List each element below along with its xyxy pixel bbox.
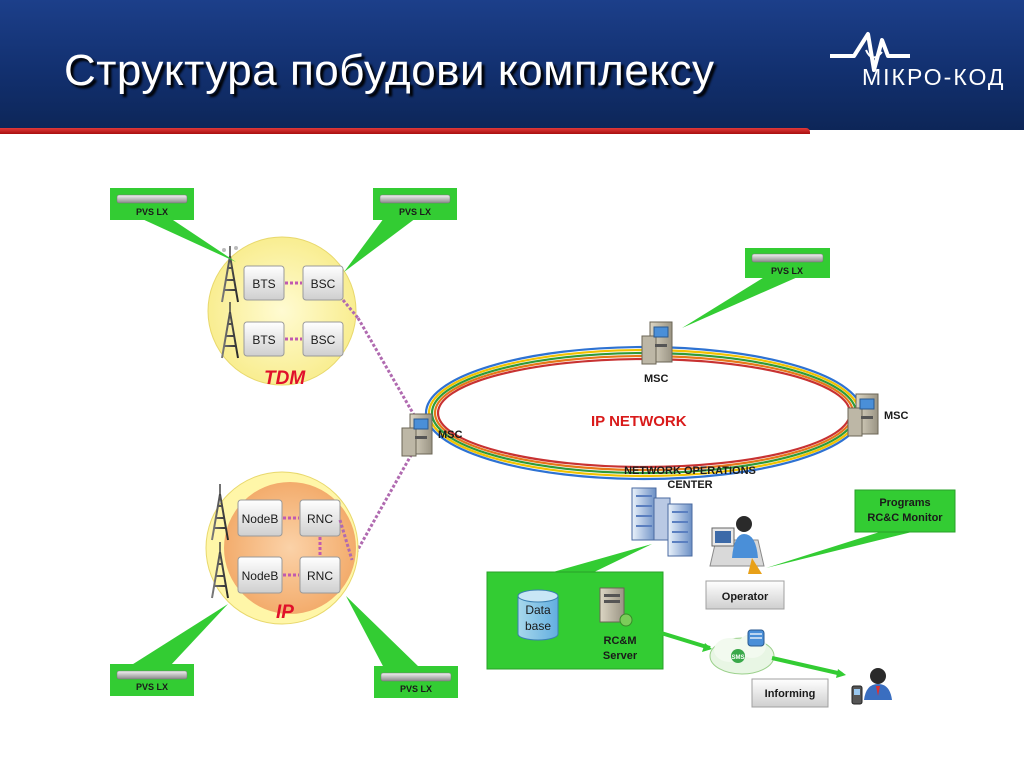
database-line2: base — [525, 619, 551, 633]
noc-building-icon — [631, 487, 693, 557]
ip-label: IP — [276, 602, 294, 623]
ip-network-label: IP NETWORK — [591, 413, 687, 430]
informing-label: Informing — [765, 688, 816, 700]
subscriber-icon — [864, 668, 892, 700]
bts-tower-icon — [221, 302, 239, 359]
logo-text: МІКРО-КОД — [862, 64, 1006, 90]
mikro-kod-logo-icon — [830, 32, 910, 72]
operator-badge: Operator — [705, 580, 785, 610]
noc-title-line1: NETWORK OPERATIONS — [624, 465, 756, 477]
noc-title-line2: CENTER — [667, 479, 712, 491]
nodeb-label: NodeB — [242, 512, 279, 526]
pvs-callout-msc-top: PVS LX — [682, 248, 830, 328]
server-sms-arrow — [657, 630, 711, 650]
tdm-label: TDM — [264, 368, 306, 389]
nodeb-tower-icon — [211, 542, 229, 599]
server-line1: RC&M — [604, 635, 637, 647]
msc-label: MSC — [438, 429, 463, 441]
server-callout — [486, 544, 664, 670]
operator-label: Operator — [722, 591, 769, 603]
bts-box: BTS — [243, 265, 285, 301]
rnc-box: RNC — [299, 556, 341, 594]
operator-icon — [709, 516, 765, 574]
pvs-callout-top-right: PVS LX — [344, 188, 457, 272]
nodeb-box: NodeB — [237, 556, 283, 594]
header-background — [0, 0, 1024, 130]
bsc-box: BSC — [302, 265, 344, 301]
pvs-label: PVS LX — [400, 684, 432, 694]
msc-server-icon: MSC — [641, 321, 673, 385]
nodeb-box: NodeB — [237, 499, 283, 537]
ip-area: IP — [205, 471, 359, 625]
bts-label: BTS — [252, 333, 275, 347]
pvs-label: PVS LX — [771, 266, 803, 276]
rnc-box: RNC — [299, 499, 341, 537]
msc-server-icon: MSC — [401, 413, 463, 457]
server-sms-arrowhead — [702, 643, 712, 652]
msc-label: MSC — [884, 410, 909, 422]
bsc-label: BSC — [311, 277, 336, 291]
msc-label: MSC — [644, 373, 669, 385]
bsc-box: BSC — [302, 321, 344, 357]
slide-title: Структура побудови комплексу — [64, 46, 715, 95]
bsc-msc-link — [341, 299, 360, 319]
ip-msc-link — [350, 449, 416, 561]
sms-phone-arrow — [771, 656, 843, 676]
database-line1: Data — [525, 603, 551, 617]
nodeb-label: NodeB — [242, 569, 279, 583]
rnc-msc-link — [338, 519, 354, 561]
bts-label: BTS — [252, 277, 275, 291]
pvs-callout-top-left: PVS LX — [110, 188, 236, 262]
pvs-label: PVS LX — [136, 207, 168, 217]
msc-server-icon: MSC — [847, 393, 909, 437]
header-red-stripe — [0, 128, 810, 134]
pvs-callout-bottom-right: PVS LX — [346, 596, 458, 698]
server-line2: Server — [603, 650, 638, 662]
bts-tower-icon — [221, 246, 239, 303]
sms-phone-arrowhead — [836, 669, 846, 678]
rcm-server-icon: RC&M Server — [599, 587, 638, 662]
mobile-phone-icon — [851, 685, 863, 705]
programs-callout: Programs RC&C Monitor — [766, 489, 956, 568]
bsc-label: BSC — [311, 333, 336, 347]
rnc-label: RNC — [307, 512, 333, 526]
programs-line1: Programs — [879, 497, 930, 509]
informing-badge: Informing — [751, 678, 829, 708]
sms-label: SMS — [731, 655, 744, 661]
bts-box: BTS — [243, 321, 285, 357]
tdm-msc-link — [356, 317, 416, 416]
sms-cloud-icon: SMS — [709, 629, 775, 675]
nodeb-tower-icon — [211, 484, 229, 541]
pvs-label: PVS LX — [136, 682, 168, 692]
pvs-callout-bottom-left: PVS LX — [110, 604, 228, 696]
pvs-label: PVS LX — [399, 207, 431, 217]
slide-header: Структура побудови комплексу МІКРО-КОД — [0, 0, 1024, 135]
database-icon: Data base — [517, 589, 559, 641]
programs-line2: RC&C Monitor — [867, 512, 943, 524]
rnc-label: RNC — [307, 569, 333, 583]
